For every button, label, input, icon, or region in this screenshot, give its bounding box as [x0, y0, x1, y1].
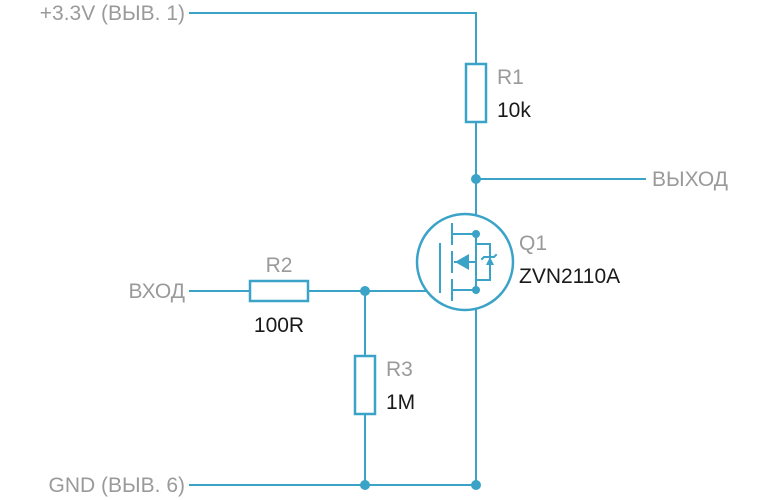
- gate-junction: [360, 286, 370, 296]
- r2-resistor: [248, 279, 310, 303]
- input-label: ВХОД: [129, 280, 186, 303]
- q1-value-label: ZVN2110A: [519, 265, 620, 288]
- ground-junction-r3: [360, 480, 370, 490]
- r2-value-label: 100R: [254, 314, 304, 337]
- output-junction: [471, 174, 481, 184]
- q1-mosfet-symbol: [415, 212, 515, 312]
- ground-label: GND (ВЫВ. 6): [49, 474, 185, 497]
- output-label: ВЫХОД: [652, 168, 728, 191]
- r1-resistor: [464, 62, 488, 124]
- q1-source-dot: [472, 286, 480, 294]
- wires: [189, 12, 646, 486]
- q1-ref-label: Q1: [519, 232, 547, 255]
- r1-ref-label: R1: [497, 66, 524, 89]
- r3-resistor: [353, 354, 377, 416]
- q1-body-arrow: [455, 254, 469, 270]
- r2-ref-label: R2: [266, 254, 293, 277]
- r1-value-label: 10k: [497, 99, 531, 122]
- r3-ref-label: R3: [386, 358, 413, 381]
- q1-drain-dot: [472, 230, 480, 238]
- r3-value-label: 1M: [386, 391, 415, 414]
- ground-junction-source: [471, 480, 481, 490]
- supply-label: +3.3V (ВЫВ. 1): [40, 2, 185, 25]
